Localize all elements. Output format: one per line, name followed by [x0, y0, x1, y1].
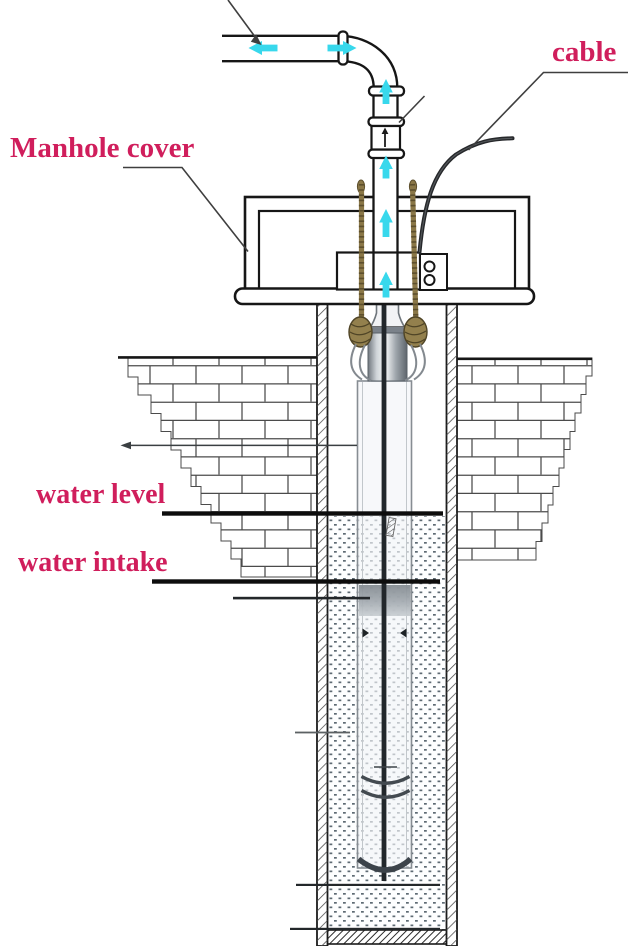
leader-lines: [123, 0, 628, 252]
lifting-shackle-right: [404, 343, 426, 382]
leader-manhole-cover: [123, 166, 249, 252]
water-level-label: water level: [36, 479, 166, 510]
lifting-shackle-left: [350, 343, 372, 382]
water-intake-line: [152, 579, 440, 584]
junction-box-port: [423, 274, 436, 286]
rope-knot-right: [403, 316, 428, 348]
junction-box: [419, 253, 448, 291]
intake-mark-right: [400, 628, 407, 638]
intake-mark-left: [362, 628, 369, 638]
leader-arrowhead-icon: [250, 34, 262, 45]
well-casing-right: [445, 303, 458, 946]
pump-head: [367, 332, 408, 382]
annotation-lines: [120, 441, 443, 930]
valve-flow-mark: [381, 127, 389, 134]
flow-arrow-left-icon: [248, 41, 278, 55]
wellhead-pedestal: [335, 251, 422, 291]
pump-coupling-band: [360, 788, 411, 799]
water-intake-label: water intake: [18, 547, 168, 578]
well-casing-left: [316, 303, 329, 946]
flow-arrow-right-icon: [327, 41, 357, 55]
rope-knot-left: [348, 316, 373, 348]
manhole-cover-label: Manhole cover: [10, 132, 195, 164]
junction-box-port: [423, 260, 436, 273]
lifting-ropes: [348, 179, 428, 382]
reference-line: [296, 883, 440, 886]
discharge-piping: [222, 30, 448, 291]
cable-label: cable: [552, 36, 617, 68]
pump-bottom-cap: [356, 856, 413, 873]
flow-arrows: [248, 41, 393, 298]
pump-shaft: [381, 305, 387, 881]
horizontal-pipe: [222, 34, 341, 63]
leader-top-pipe: [227, 0, 260, 42]
pump-head-plate: [368, 326, 407, 334]
reference-line: [295, 731, 350, 734]
water-level-line: [162, 511, 443, 516]
submersible-pump: [356, 303, 413, 881]
flow-arrow-up-icon: [379, 209, 393, 237]
pipe-elbow: [341, 35, 398, 88]
masonry-left: [118, 356, 318, 578]
cable-clip: [385, 517, 397, 537]
leader-valve: [398, 95, 426, 124]
reference-line: [233, 596, 370, 600]
outflow-arrowhead-icon: [120, 441, 131, 450]
power-cable: [417, 136, 515, 254]
leader-cable: [467, 71, 628, 151]
masonry-right: [456, 357, 593, 561]
pump-coupling-band: [360, 774, 411, 785]
well-bottom-plate: [326, 929, 448, 945]
flow-arrow-up-icon: [379, 271, 393, 298]
flow-arrow-up-icon: [379, 155, 393, 179]
reference-line: [290, 927, 440, 930]
flow-arrow-up-icon: [379, 79, 393, 104]
